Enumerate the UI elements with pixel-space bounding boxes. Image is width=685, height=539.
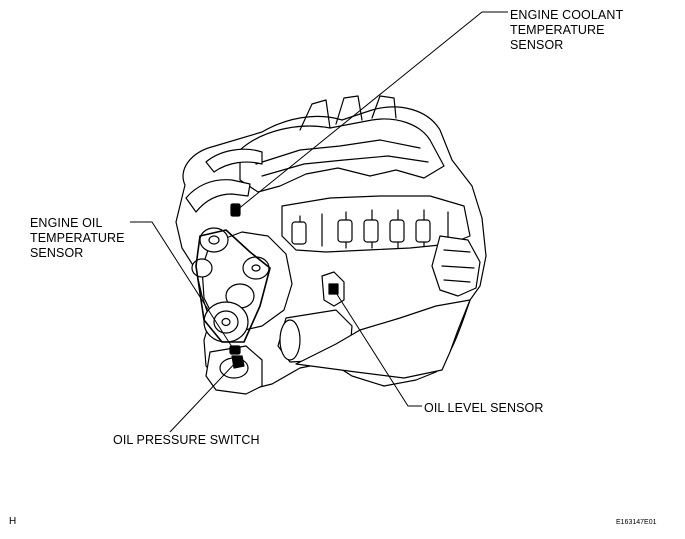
- figure-id: E163147E01: [616, 519, 657, 526]
- intake-runner-3: [371, 95, 397, 119]
- oil-temp-sensor-label: ENGINE OIL TEMPERATURE SENSOR: [30, 216, 125, 261]
- coolant-label-line-2: TEMPERATURE: [510, 23, 605, 37]
- oil-pressure-switch-label: OIL PRESSURE SWITCH: [113, 433, 260, 447]
- page-letter: H: [9, 516, 17, 527]
- intake-manifold: [239, 118, 445, 193]
- oiltemp-label-line-2: TEMPERATURE: [30, 231, 125, 245]
- oiltemp-label-line-1: ENGINE OIL: [30, 216, 103, 230]
- exhaust-manifold: [431, 235, 481, 297]
- drive-belt: [195, 229, 271, 343]
- ignition-coils: [291, 219, 431, 245]
- coolant-temp-sensor: [230, 203, 241, 217]
- upper-hose: [205, 148, 263, 173]
- idler-pulley: [191, 258, 213, 278]
- oil-pan: [295, 299, 471, 379]
- leader-oiltemp: [130, 221, 235, 351]
- manifold-ridge: [255, 139, 421, 165]
- coolant-label-line-3: SENSOR: [510, 38, 564, 52]
- oil-pressure-switch-part: [231, 355, 245, 369]
- leader-coolant: [236, 11, 508, 211]
- oiltemp-label-line-3: SENSOR: [30, 246, 84, 260]
- coolant-temp-sensor-label: ENGINE COOLANT TEMPERATURE SENSOR: [510, 8, 623, 53]
- coolant-label-line-1: ENGINE COOLANT: [510, 8, 624, 22]
- coolant-hose: [185, 179, 251, 213]
- intake-runner-2: [335, 95, 363, 125]
- oil-temp-sensor: [229, 345, 241, 355]
- oil-level-sensor-label: OIL LEVEL SENSOR: [424, 401, 544, 415]
- leader-pressure: [169, 359, 239, 433]
- leader-oillevel: [332, 287, 422, 407]
- manifold-ridge-2: [261, 155, 429, 177]
- intake-runner-1: [299, 99, 331, 131]
